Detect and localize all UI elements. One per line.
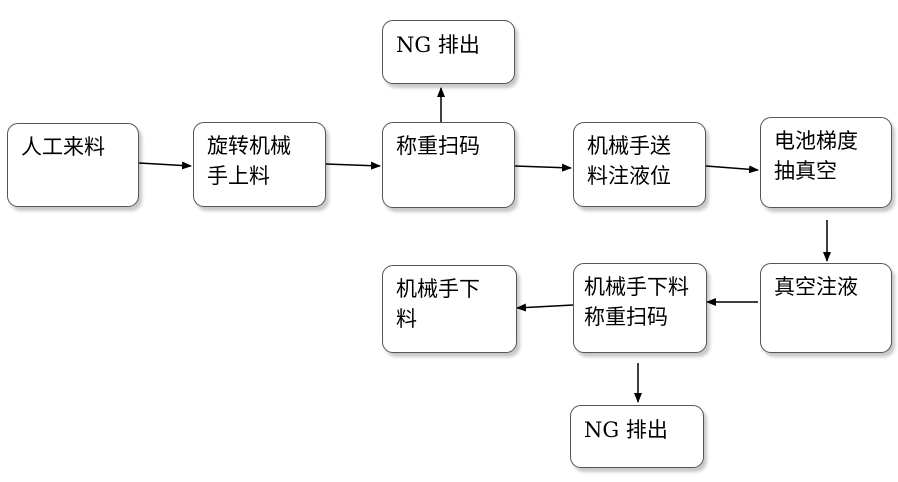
node-rotary-robot-load: 旋转机械 手上料 — [193, 122, 326, 207]
arrow-rotary-to-weigh — [325, 161, 381, 170]
node-label: 人工来料 — [21, 135, 105, 159]
node-robot-unload: 机械手下 料 — [382, 265, 517, 353]
node-label: NG 排出 — [584, 418, 668, 442]
node-battery-vacuum: 电池梯度 抽真空 — [760, 117, 892, 208]
node-label: 称重扫码 — [396, 134, 480, 158]
arrow-robot-fill-to-vacuum — [705, 165, 759, 174]
node-label: 机械手下 — [396, 277, 480, 301]
node-ng-out-top: NG 排出 — [382, 20, 515, 84]
node-label: 料注液位 — [587, 164, 671, 188]
node-label: NG 排出 — [396, 33, 480, 57]
node-label: 手上料 — [207, 164, 270, 188]
node-label: 料 — [396, 307, 417, 331]
arrow-manual-to-rotary — [138, 161, 192, 170]
arrow-weigh-to-robot-fill — [514, 163, 572, 172]
node-label: 机械手送 — [587, 134, 671, 158]
node-robot-to-fill: 机械手送 料注液位 — [573, 122, 706, 207]
node-weigh-scan: 称重扫码 — [382, 122, 515, 208]
node-vacuum-fill: 真空注液 — [760, 263, 892, 353]
node-label: 称重扫码 — [584, 305, 668, 329]
arrow-unload-weigh-to-unload — [516, 303, 574, 312]
node-label: 真空注液 — [774, 275, 858, 299]
node-robot-unload-weigh: 机械手下料 称重扫码 — [573, 263, 707, 353]
node-label: 旋转机械 — [207, 134, 291, 158]
node-manual-feed: 人工来料 — [7, 123, 139, 207]
node-label: 机械手下料 — [584, 275, 689, 299]
node-label: 抽真空 — [774, 159, 837, 183]
node-ng-out-bottom: NG 排出 — [570, 405, 704, 468]
node-label: 电池梯度 — [774, 129, 858, 153]
